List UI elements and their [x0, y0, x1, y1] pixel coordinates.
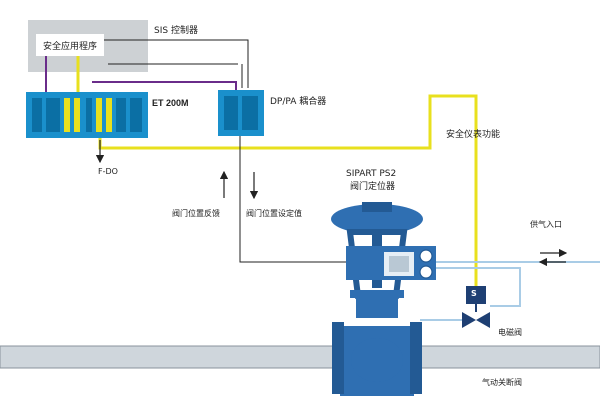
solenoid-valve-label: 电磁阀: [498, 328, 522, 337]
valve-position-feedback-label: 阀门位置反馈: [172, 209, 220, 218]
dp-pa-coupler-module: [218, 90, 264, 136]
solenoid-valve: [462, 286, 490, 328]
pa-cable: [239, 136, 346, 263]
f-do-label: F-DO: [98, 167, 118, 176]
air-supply-lines: [420, 261, 600, 321]
sis-controller-label: SIS 控制器: [154, 26, 198, 36]
pipeline: [0, 345, 600, 369]
et200m-rack: [26, 92, 148, 138]
et200m-label: ET 200M: [152, 98, 189, 108]
dp-pa-coupler-label: DP/PA 耦合器: [270, 97, 327, 107]
valve-positioner-label: 阀门定位器: [350, 182, 396, 192]
air-inlet-label: 供气入口: [530, 220, 562, 229]
gauge-icon: [419, 249, 433, 263]
safety-instrument-function-label: 安全仪表功能: [446, 130, 501, 140]
sipart-ps2-positioner: [346, 246, 436, 280]
sipart-ps2-label: SIPART PS2: [346, 169, 397, 179]
profibus-lines: [45, 56, 237, 92]
controller-network-lines: [104, 39, 249, 88]
shutoff-valve-label: 气动关断阀: [482, 378, 522, 387]
valve-position-setpoint-label: 阀门位置设定值: [246, 209, 302, 218]
safety-program-label: 安全应用程序: [36, 34, 104, 56]
gauge-icon: [419, 265, 433, 279]
solenoid-letter: S: [471, 289, 477, 298]
valve-body: [332, 298, 422, 396]
